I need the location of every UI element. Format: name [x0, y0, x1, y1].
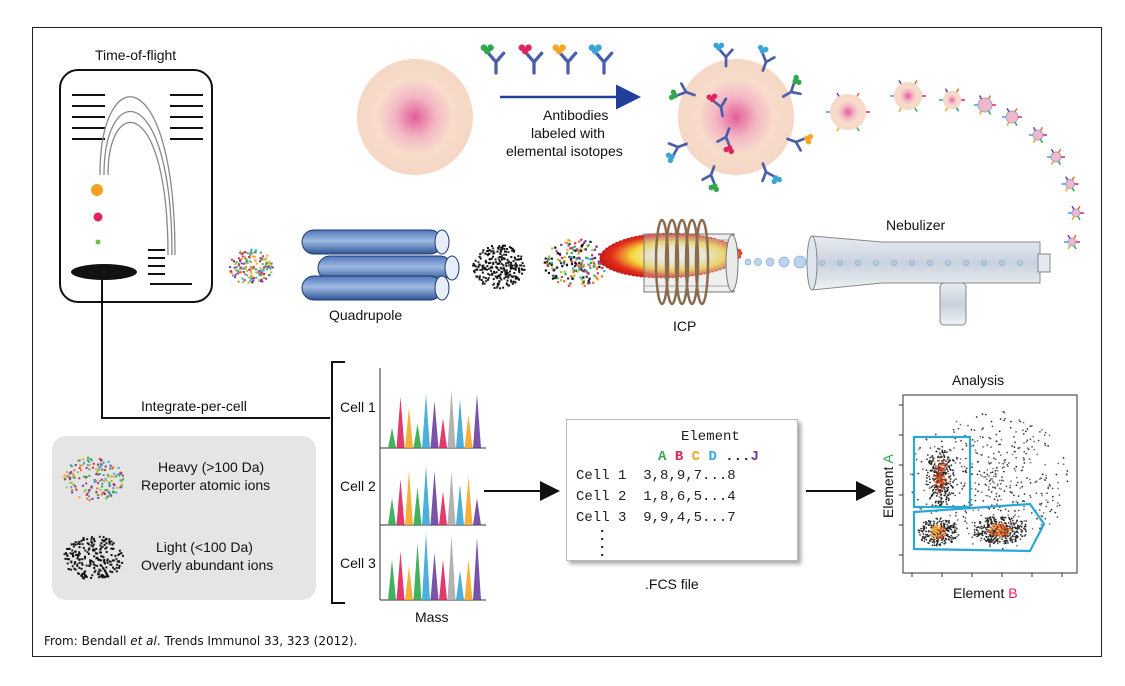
element-b-text: Element B — [953, 585, 1018, 601]
nebulizer-label: Nebulizer — [886, 217, 946, 233]
light-title: Light (<100 Da) — [156, 539, 253, 555]
fcs-column-1: B — [674, 449, 692, 465]
fcs-row-1-values: 3,8,9,7...8 — [643, 468, 736, 484]
fcs-header: Element — [681, 429, 740, 445]
y-axis-label: Element A — [880, 454, 896, 518]
fcs-column-0: A — [658, 449, 675, 465]
axis-letter: B — [1008, 585, 1018, 601]
unlabeled-cell — [357, 59, 473, 175]
icp-torch — [599, 218, 743, 306]
fcs-row-1-label: Cell 1 — [576, 468, 627, 484]
quadrupole-rods — [301, 229, 460, 301]
heavy-ion-cloud — [229, 248, 274, 284]
antibodies-label-line3: elemental isotopes — [506, 143, 623, 159]
axis-letter: A — [880, 454, 896, 464]
shrinking-cells-path — [826, 80, 1084, 250]
light-desc: Overly abundant ions — [141, 557, 274, 573]
cell-1-label: Cell 1 — [340, 399, 376, 415]
antibody-icons — [480, 42, 814, 193]
mixed-ion-cloud — [472, 244, 526, 290]
fcs-row-2-label: Cell 2 — [576, 489, 627, 505]
fcs-file-label: .FCS file — [645, 576, 699, 592]
fcs-row-2-values: 1,8,6,5...4 — [643, 489, 736, 505]
icp-label: ICP — [673, 318, 697, 334]
mass-label: Mass — [415, 609, 449, 625]
fcs-ellipsis: .... — [598, 521, 607, 561]
integrate-label: Integrate-per-cell — [141, 398, 247, 414]
fcs-column-2: C — [691, 449, 709, 465]
fcs-column-5: J — [750, 449, 759, 465]
fcs-columns: A B C D ...J — [658, 449, 759, 465]
fcs-row-1: Cell 1 3,8,9,7...8 — [576, 468, 736, 484]
axis-prefix: Element — [880, 463, 896, 518]
antibodies-label-line1: Antibodies — [543, 107, 609, 123]
ion-legend — [52, 436, 316, 600]
tof-label: Time-of-flight — [95, 47, 177, 63]
citation-prefix: From: Bendall — [44, 634, 131, 648]
element-a-text: Element A — [880, 454, 896, 518]
fcs-row-3-label: Cell 3 — [576, 510, 627, 526]
analysis-scatter-plot — [899, 394, 1078, 577]
antibodies-label-line2: labeled with — [531, 125, 605, 141]
heavy-desc: Reporter atomic ions — [141, 477, 271, 493]
cell-3-label: Cell 3 — [340, 555, 376, 571]
citation: From: Bendall et al. Trends Immunol 33, … — [44, 634, 357, 648]
cell-2-label: Cell 2 — [340, 478, 376, 494]
droplet-stream — [744, 255, 807, 269]
icp-ion-cloud — [543, 238, 609, 288]
x-axis-label: Element B — [953, 585, 1018, 601]
fcs-file-card — [566, 419, 798, 561]
citation-suffix: . Trends Immunol 33, 323 (2012). — [156, 634, 358, 648]
axis-prefix: Element — [953, 585, 1009, 601]
time-of-flight-detector — [59, 69, 213, 303]
fcs-row-3-values: 9,9,4,5...7 — [643, 510, 736, 526]
integrate-connector — [101, 280, 345, 604]
analysis-label: Analysis — [952, 372, 1005, 388]
fcs-row-3: Cell 3 9,9,4,5...7 — [576, 510, 736, 526]
fcs-row-2: Cell 2 1,8,6,5...4 — [576, 489, 736, 505]
heavy-title: Heavy (>100 Da) — [158, 459, 265, 475]
labeled-cell — [678, 59, 794, 175]
nebulizer — [806, 235, 1051, 326]
citation-etal: et al — [130, 634, 157, 648]
quadrupole-label: Quadrupole — [329, 307, 403, 323]
fcs-column-3: D — [708, 449, 726, 465]
fcs-column-4: ... — [725, 449, 751, 465]
mass-spectra — [379, 368, 486, 601]
